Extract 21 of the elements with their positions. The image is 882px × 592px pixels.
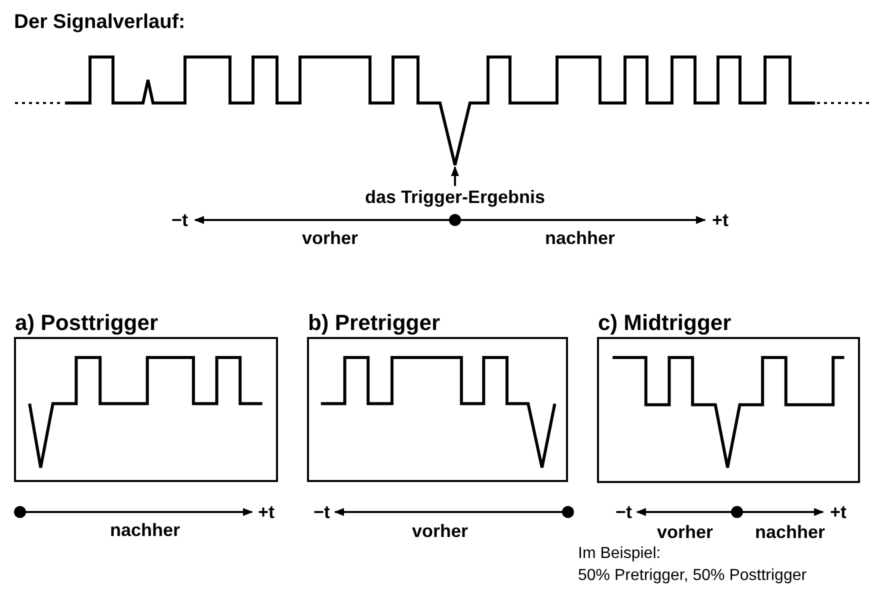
waveform bbox=[15, 56, 870, 166]
axis-label: nachher bbox=[754, 522, 826, 542]
axis-label: nachher bbox=[544, 228, 616, 248]
axis-label: −t bbox=[171, 210, 188, 230]
callout-text: das Trigger-Ergebnis bbox=[364, 187, 546, 207]
axis-label: vorher bbox=[302, 228, 358, 248]
axis-label: vorher bbox=[656, 522, 714, 542]
note-text: Im Beispiel: bbox=[578, 545, 661, 563]
leader-arrow bbox=[451, 166, 459, 186]
panel-heading: c) Midtrigger bbox=[598, 310, 732, 336]
panel-heading: a) Posttrigger bbox=[14, 310, 158, 336]
title: Der Signalverlauf: bbox=[14, 12, 186, 32]
axis-label: +t bbox=[712, 210, 729, 230]
axis-label: vorher bbox=[412, 521, 468, 541]
axis-label: nachher bbox=[110, 520, 180, 540]
panel-heading: b) Pretrigger bbox=[308, 310, 440, 336]
axis-label: −t bbox=[313, 502, 330, 522]
note-text: 50% Pretrigger, 50% Posttrigger bbox=[578, 567, 807, 585]
axis-label: +t bbox=[258, 502, 275, 522]
axis-label: −t bbox=[615, 502, 632, 522]
axis-label: +t bbox=[830, 502, 847, 522]
